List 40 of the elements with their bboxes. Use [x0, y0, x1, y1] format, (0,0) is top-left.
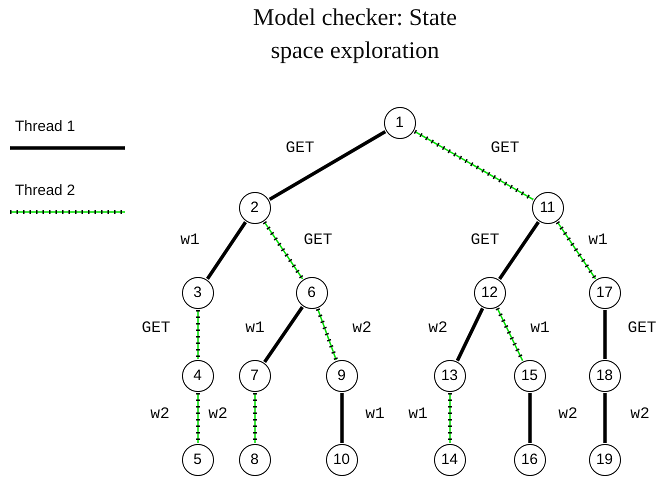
legend-label: Thread 1 [15, 118, 76, 135]
state-circle: 7 [238, 360, 270, 392]
edge-label: GET [628, 319, 656, 337]
edge-label: GET [304, 231, 332, 249]
edge-label: w1 [365, 405, 385, 423]
edge-label: GET [286, 139, 314, 157]
state-circle: 16 [514, 444, 546, 476]
state-circle: 9 [326, 360, 358, 392]
edge-label: w2 [558, 405, 578, 423]
state-circle: 8 [238, 444, 270, 476]
state-circle: 12 [474, 276, 506, 308]
edge-label: w1 [588, 231, 608, 249]
state-circle: 10 [326, 444, 358, 476]
edge-label: w2 [630, 405, 650, 423]
state-circle: 19 [588, 444, 620, 476]
state-circle: 5 [182, 444, 214, 476]
title: Model checker: State space exploration [252, 4, 458, 66]
edge-label: GET [470, 231, 500, 249]
state-circle: 1 [384, 106, 416, 138]
state-circle: 3 [182, 276, 214, 308]
state-circle: 15 [514, 360, 546, 392]
edge-label: w1 [530, 319, 550, 337]
state-circle: 2 [238, 192, 270, 224]
edge-label: GET [142, 319, 170, 337]
edge-label: w2 [428, 319, 448, 337]
state-circle: 18 [588, 360, 620, 392]
state-circle: 13 [434, 360, 466, 392]
edge-label: w2 [150, 405, 170, 423]
state-circle: 6 [296, 276, 328, 308]
edge-label: w1 [180, 231, 200, 249]
state-circle: 14 [434, 444, 466, 476]
edge-label: w1 [408, 405, 428, 423]
edge-label: w1 [245, 319, 265, 337]
state-circle: 4 [182, 360, 214, 392]
state-circle: 17 [588, 276, 620, 308]
edge-label: GET [490, 139, 520, 157]
legend-label: Thread 2 [15, 182, 76, 199]
edge-label: w2 [208, 405, 228, 423]
edge-label: w2 [352, 319, 372, 337]
state-circle: 11 [532, 192, 564, 224]
